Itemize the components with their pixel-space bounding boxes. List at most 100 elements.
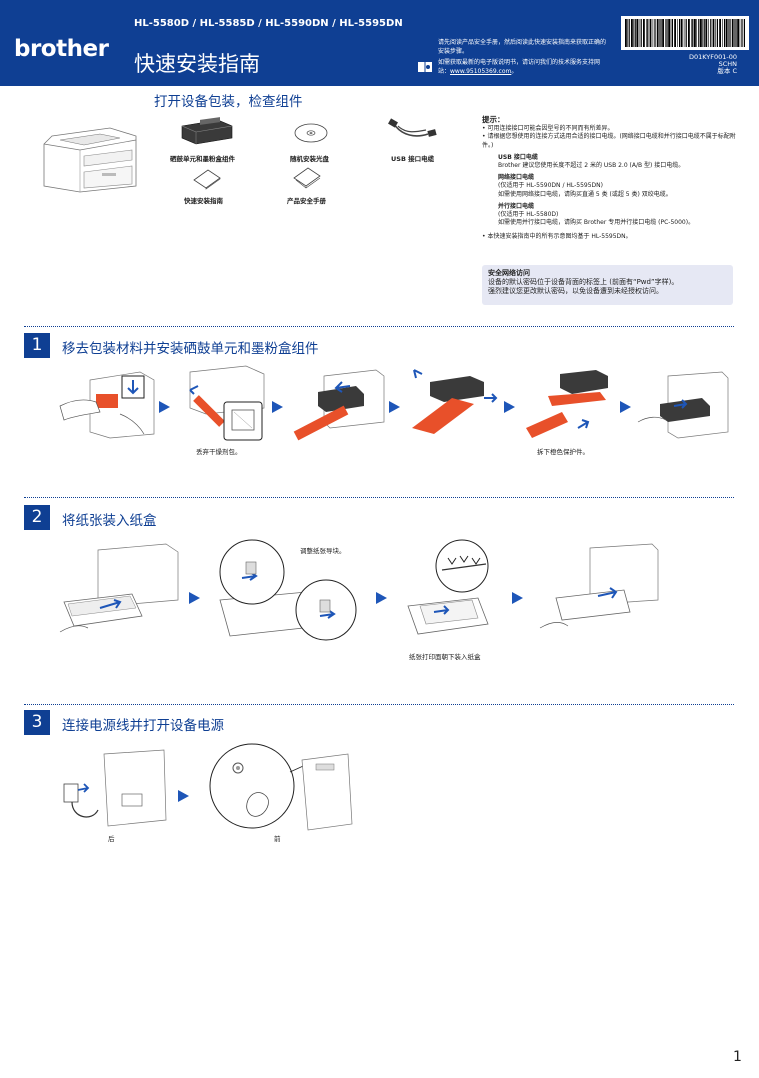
- barcode: [621, 16, 749, 50]
- barcode-bar: [625, 19, 627, 47]
- item-label-safety-manual: 产品安全手册: [287, 197, 326, 205]
- network-cable-text: 如需使用网络接口电缆，请购买直通 5 类 (或超 5 类) 双绞电缆。: [498, 190, 672, 198]
- barcode-bar: [670, 19, 672, 47]
- barcode-bar: [683, 19, 685, 47]
- step2-adjust-guides: [219, 539, 357, 641]
- barcode-bar: [680, 19, 683, 47]
- barcode-bar: [656, 19, 659, 47]
- step-2-number: 2: [24, 505, 50, 530]
- step3-arrow-1: [178, 790, 189, 802]
- tip-cable: • 请根据您想使用的连接方式选用合适的接口电缆。(网络接口电缆和并行接口电缆不属…: [482, 133, 736, 149]
- model-list: HL-5580D / HL-5585D / HL-5590DN / HL-559…: [134, 18, 403, 29]
- barcode-bar: [685, 19, 687, 47]
- item-label-drum-toner: 硒鼓单元和墨粉盒组件: [170, 155, 235, 163]
- security-box: 安全网络访问 设备的默认密码位于设备背面的标签上 (前面有“Pwd”字样)。 强…: [482, 265, 733, 305]
- step1-remove-orange-cover: [526, 370, 608, 438]
- item-label-usb: USB 接口电缆: [391, 155, 435, 163]
- barcode-bar: [633, 19, 634, 47]
- barcode-bar: [649, 19, 652, 47]
- barcode-bar: [628, 19, 630, 47]
- security-line1: 设备的默认密码位于设备背面的标签上 (前面有“Pwd”字样)。: [488, 278, 679, 286]
- step3-caption-back: 后: [108, 835, 115, 843]
- barcode-bar: [638, 19, 640, 47]
- page-number: 1: [733, 1049, 742, 1065]
- step-3-number: 3: [24, 710, 50, 735]
- step1-pull-out-drum: [293, 369, 385, 441]
- barcode-bar: [725, 19, 728, 47]
- barcode-bar: [666, 19, 668, 47]
- step1-caption-desiccant: 丢弃干燥剂包。: [196, 448, 242, 456]
- step1-arrow-3: [389, 401, 400, 413]
- barcode-bar: [735, 19, 737, 47]
- usb-cable-text: Brother 建议您使用长度不超过 2 米的 USB 2.0 (A/B 型) …: [498, 162, 685, 170]
- barcode-bar: [668, 19, 670, 47]
- barcode-bar: [659, 19, 660, 47]
- step1-discard-desiccant: [189, 365, 265, 441]
- barcode-bar: [627, 19, 628, 47]
- barcode-bar: [643, 19, 645, 47]
- barcode-bar: [696, 19, 697, 47]
- usb-cable-icon: [388, 118, 437, 137]
- usb-cable-heading: USB 接口电缆: [498, 153, 538, 161]
- barcode-bar: [700, 19, 702, 47]
- step1-shake-drum: [412, 369, 498, 434]
- barcode-bar: [662, 19, 664, 47]
- barcode-bar: [715, 19, 716, 47]
- barcode-bar: [728, 19, 729, 47]
- doc-code: D01KYF001-00: [688, 53, 737, 61]
- barcode-bar: [640, 19, 642, 47]
- parallel-cable-text: 如需使用并行接口电缆，请购买 Brother 专用并行接口电缆 (PC-5000…: [498, 219, 695, 227]
- step3-caption-front: 前: [274, 835, 281, 843]
- divider-2: [24, 497, 734, 498]
- barcode-bar: [679, 19, 681, 47]
- step2-caption-guides: 调整纸张导块。: [300, 547, 346, 555]
- barcode-bar: [688, 19, 690, 47]
- barcode-bar: [691, 19, 692, 47]
- security-line2: 强烈建议您更改默认密码，以免设备遭到未经授权访问。: [488, 287, 663, 295]
- step3-power-button-front: [209, 743, 353, 831]
- version-label: 版本 C: [717, 67, 737, 75]
- drum-toner-icon: [181, 117, 233, 145]
- tips-box: 提示： • 可用连接接口可能会因型号的不同而有所差异。 • 请根据您想使用的连接…: [482, 115, 738, 242]
- barcode-bar: [671, 19, 673, 47]
- step2-load-paper: [407, 539, 489, 635]
- barcode-bar: [731, 19, 734, 47]
- header-bar: brother HL-5580D / HL-5585D / HL-5590DN …: [0, 0, 759, 86]
- barcode-bar: [646, 19, 647, 47]
- parallel-cable-heading: 并行接口电缆: [498, 202, 535, 210]
- barcode-bar: [739, 19, 741, 47]
- barcode-bar: [634, 19, 636, 47]
- tip-illustration-note: • 本快速安装指南中的所有示意图均基于 HL-5595DN。: [482, 233, 632, 241]
- barcode-bar: [677, 19, 678, 47]
- step-3-title: 连接电源线并打开设备电源: [62, 718, 224, 734]
- divider-1: [24, 326, 734, 327]
- step2-insert-tray: [539, 543, 659, 629]
- barcode-bar: [712, 19, 715, 47]
- item-label-quick-guide: 快速安装指南: [184, 197, 223, 205]
- barcode-bar: [694, 19, 696, 47]
- barcode-bar: [734, 19, 735, 47]
- manual-download-note: 如需获取最新的电子版说明书，请访问我们的技术服务支持网站：www.9510536…: [438, 58, 610, 76]
- note-suffix: 。: [511, 68, 518, 75]
- barcode-bar: [703, 19, 705, 47]
- security-heading: 安全网络访问: [488, 269, 530, 277]
- barcode-bar: [698, 19, 700, 47]
- step1-install-drum: [637, 371, 729, 439]
- support-link[interactable]: www.95105369.com: [450, 68, 512, 75]
- step1-arrow-4: [504, 401, 515, 413]
- barcode-bar: [631, 19, 633, 47]
- unpack-title: 打开设备包装，检查组件: [154, 94, 303, 110]
- printer-illustration: [43, 127, 137, 193]
- network-cable-models: (仅适用于 HL-5590DN / HL-5595DN): [498, 182, 604, 190]
- barcode-bar: [647, 19, 649, 47]
- barcode-bar: [692, 19, 694, 47]
- safety-manual-icon: [293, 167, 321, 189]
- guide-title: 快速安装指南: [134, 52, 260, 76]
- barcode-bar: [737, 19, 739, 47]
- step1-remove-packing: [59, 371, 155, 439]
- cd-icon: [294, 123, 328, 143]
- barcode-bar: [716, 19, 718, 47]
- item-label-cd: 随机安装光盘: [290, 155, 329, 163]
- barcode-bar: [705, 19, 708, 47]
- step2-arrow-1: [189, 592, 200, 604]
